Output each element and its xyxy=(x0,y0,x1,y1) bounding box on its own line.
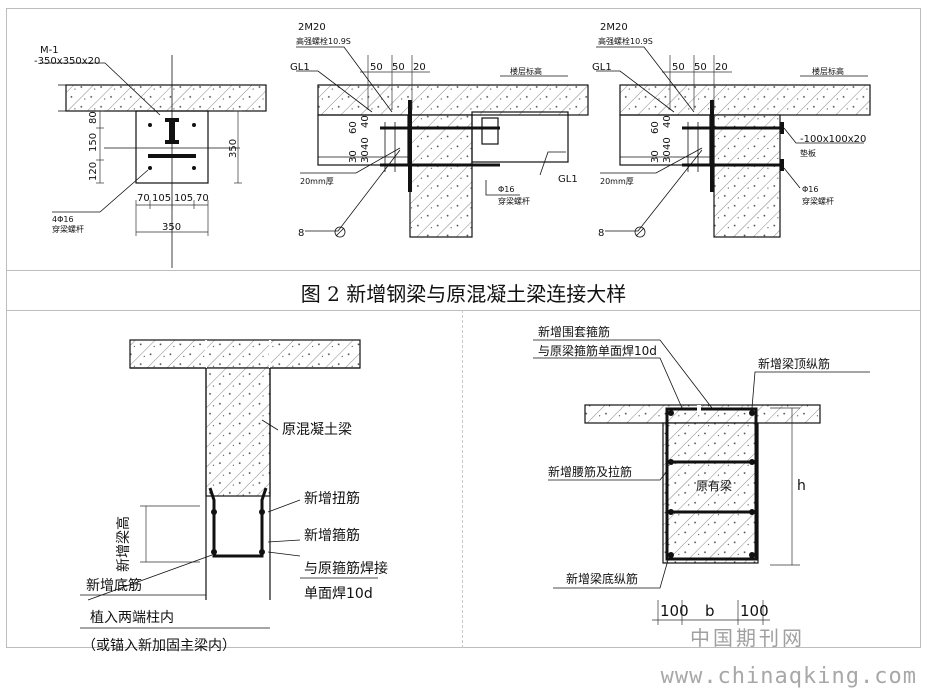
drawing-frame xyxy=(6,8,921,648)
beam-label-a: GL1 xyxy=(290,62,310,73)
detail-plate-elevation xyxy=(40,55,267,268)
weld-label-1: 与原箍筋焊接 xyxy=(304,560,388,577)
watermark-url: www.chinaqking.com xyxy=(660,664,917,689)
top-dim-a1: 50 xyxy=(370,62,383,73)
dim-v-1: 80 xyxy=(88,111,99,124)
bolt-grade-a: 高强螺栓10.9S xyxy=(296,36,351,46)
new-height-label: 新增梁高 xyxy=(115,516,132,572)
detail-beam-strengthening xyxy=(80,339,378,629)
plate-size: -350x350x20 xyxy=(34,56,100,67)
existing-beam-label: 原有梁 xyxy=(696,478,732,493)
v-dim-b1: 60 xyxy=(650,121,661,134)
dim-total-h: 350 xyxy=(162,222,181,233)
dim-v-2: 150 xyxy=(88,133,99,152)
mark-b: 8 xyxy=(598,228,604,239)
mark-a: 8 xyxy=(298,228,304,239)
rod-label-b: Φ16 xyxy=(802,185,818,194)
original-beam xyxy=(205,367,271,497)
stirrup-label: 新增箍筋 xyxy=(304,527,360,544)
divider-top xyxy=(6,270,921,271)
torsion-bar-label: 新增扭筋 xyxy=(304,490,360,507)
beam-label-a2: GL1 xyxy=(558,174,578,185)
anchor-label-2: （或锚入新加固主梁内） xyxy=(82,638,236,654)
plate-thk-a: 20mm厚 xyxy=(300,177,334,186)
dim-total-v: 350 xyxy=(228,139,239,158)
bolt-label-b: 2M20 xyxy=(600,22,628,33)
end-plate-a xyxy=(408,100,412,192)
orig-beam-label: 原混凝土梁 xyxy=(282,422,352,438)
detail-beam-jacket xyxy=(533,339,870,625)
pad-label: 垫板 xyxy=(800,148,816,158)
dim-v-3: 120 xyxy=(88,162,99,181)
jacket-stirrup xyxy=(665,407,758,561)
new-stirrup xyxy=(208,487,268,558)
top-dim-a3: 20 xyxy=(413,62,426,73)
plate-label: M-1 xyxy=(40,45,59,56)
dim-h-1: 70 xyxy=(137,193,150,204)
rod-label-a: Φ16 xyxy=(498,185,514,194)
rod-desc-a: 穿梁螺杆 xyxy=(498,196,530,206)
dim-b: b xyxy=(705,602,715,620)
concrete-column-b xyxy=(713,114,781,238)
v-dim-b2: 40 xyxy=(662,115,673,128)
v-dim-a5: 30 xyxy=(360,150,371,163)
top-dim-b3: 20 xyxy=(715,62,728,73)
dim-h-3: 105 xyxy=(174,193,193,204)
bolt-grade-b: 高强螺栓10.9S xyxy=(598,36,653,46)
pad-size: -100x100x20 xyxy=(800,134,866,145)
dim-h-2: 105 xyxy=(152,193,171,204)
bottom-bar-label-5: 新增梁底纵筋 xyxy=(566,571,638,586)
slab-section xyxy=(65,84,267,112)
v-dim-b5: 30 xyxy=(662,150,673,163)
weld-label-2: 单面焊10d xyxy=(304,586,373,602)
v-dim-b3: 40 xyxy=(662,137,673,150)
floor-label-b: 楼层标高 xyxy=(812,66,844,76)
bolt-label: 4Φ16 xyxy=(52,215,74,224)
v-dim-a1: 60 xyxy=(348,121,359,134)
beam-label-b: GL1 xyxy=(592,62,612,73)
watermark-cn: 中国期刊网 xyxy=(690,626,805,650)
top-dim-b2: 50 xyxy=(694,62,707,73)
top-dim-a2: 50 xyxy=(392,62,405,73)
dim-100-right: 100 xyxy=(740,602,769,620)
v-dim-a2: 40 xyxy=(360,115,371,128)
bolt-desc: 穿梁螺杆 xyxy=(52,224,84,234)
rod-desc-b: 穿梁螺杆 xyxy=(802,196,834,206)
detail-connection-b xyxy=(596,46,871,238)
jacket-label-1: 新增围套箍筋 xyxy=(538,324,610,339)
end-plate-b xyxy=(710,100,714,192)
waist-bar-label: 新增腰筋及拉筋 xyxy=(548,464,632,479)
existing-beam-section xyxy=(662,422,759,564)
anchor-label-1: 植入两端柱内 xyxy=(90,610,174,626)
bolt-label-a: 2M20 xyxy=(298,22,326,33)
dim-100-left: 100 xyxy=(660,602,689,620)
plate-thk-b: 20mm厚 xyxy=(600,177,634,186)
height-h-label: h xyxy=(797,478,806,494)
v-dim-a3: 40 xyxy=(360,137,371,150)
top-dim-b1: 50 xyxy=(672,62,685,73)
bottom-bar-label: 新增底筋 xyxy=(86,577,142,594)
divider-caption xyxy=(6,310,921,311)
dim-h-4: 70 xyxy=(196,193,209,204)
top-bar-label: 新增梁顶纵筋 xyxy=(758,356,830,371)
floor-label-a: 楼层标高 xyxy=(510,66,542,76)
jacket-label-2: 与原梁箍筋单面焊10d xyxy=(538,343,657,358)
figure-caption: 图 2 新增钢梁与原混凝土梁连接大样 xyxy=(300,282,627,306)
detail-connection-a xyxy=(296,46,589,238)
concrete-column-a xyxy=(409,114,473,238)
v-dim-b4: 30 xyxy=(650,150,661,163)
v-dim-a4: 30 xyxy=(348,150,359,163)
divider-vertical xyxy=(462,310,463,648)
steel-beam-right-a xyxy=(471,111,569,163)
